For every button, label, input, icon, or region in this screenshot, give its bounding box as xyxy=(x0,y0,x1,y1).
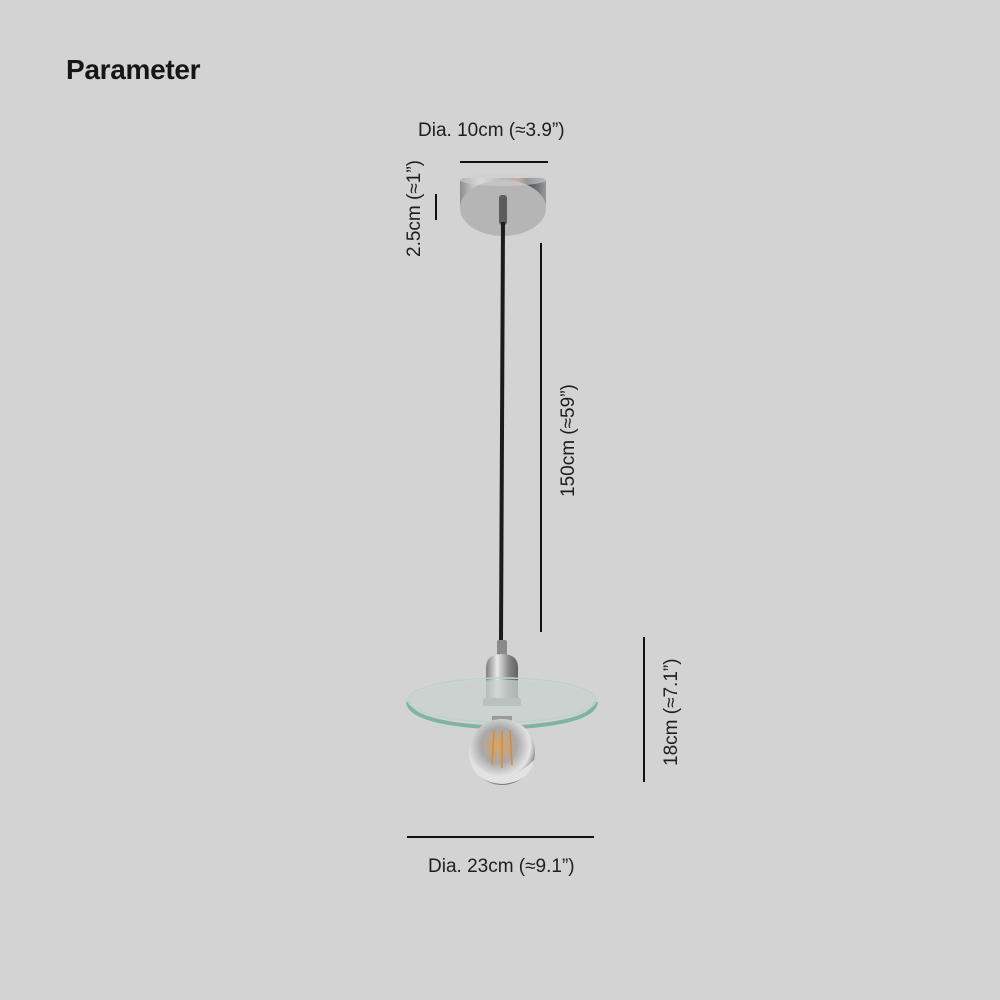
shade-diameter-label: Dia. 23cm (≈9.1”) xyxy=(428,856,575,877)
page-title: Parameter xyxy=(66,54,201,85)
canopy-diameter-label: Dia. 10cm (≈3.9”) xyxy=(418,120,565,141)
shade-height-line xyxy=(643,637,645,782)
canopy-diameter-line xyxy=(460,161,548,163)
canopy xyxy=(460,174,546,236)
bulb xyxy=(469,716,535,785)
cord-length-line xyxy=(540,243,542,632)
canopy-height-line xyxy=(435,194,437,220)
cord xyxy=(499,221,505,641)
shade-diameter-line xyxy=(407,836,594,838)
